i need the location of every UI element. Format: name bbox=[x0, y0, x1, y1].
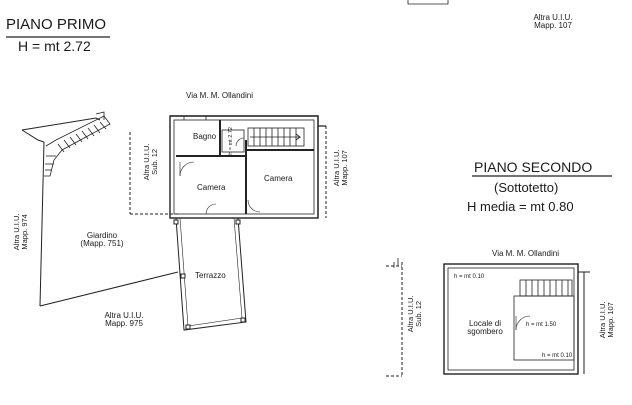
first-floor-walls bbox=[169, 115, 327, 219]
height-top-secondo: h = mt 0.10 bbox=[454, 274, 485, 280]
internal-stair-primo bbox=[247, 127, 305, 147]
title-piano-secondo: PIANO SECONDO bbox=[474, 159, 593, 175]
neighbor-top-right: Altra U.I.U. Mapp. 107 bbox=[528, 14, 578, 30]
room-locale-line1: Locale di bbox=[468, 319, 502, 328]
room-h-note: h = mt 2.72 bbox=[228, 127, 235, 155]
neighbor-sub12-primo-line2: Sub. 12 bbox=[150, 148, 159, 175]
room-camera-left: Camera bbox=[197, 183, 226, 192]
internal-stair-secondo bbox=[519, 279, 573, 297]
neighbor-bottom-primo-line2: Mapp. 975 bbox=[105, 319, 143, 328]
garden-line2: (Mapp. 751) bbox=[80, 239, 124, 248]
neighbor-left-secondo-line2: Sub. 12 bbox=[414, 300, 423, 327]
title-piano-primo: PIANO PRIMO bbox=[6, 16, 107, 33]
neighbor-sub12-primo: Altra U.I.U. Sub. 12 bbox=[142, 137, 159, 187]
room-locale-line2: sgombero bbox=[467, 327, 503, 336]
room-bagno: Bagno bbox=[193, 132, 217, 141]
room-camera-right: Camera bbox=[264, 174, 293, 183]
terrace-outline bbox=[173, 217, 247, 331]
street-label-primo: Via M. M. Ollandini bbox=[186, 91, 253, 100]
height-middle-secondo: h = mt 1.50 bbox=[526, 322, 557, 328]
neighbor-right-primo: Altra U.I.U. Mapp. 107 bbox=[332, 143, 349, 193]
garden-label: Giardino (Mapp. 751) bbox=[72, 232, 132, 248]
height-piano-secondo: H media = mt 0.80 bbox=[467, 199, 574, 214]
neighbor-bottom-primo-line1: Altra U.I.U. bbox=[104, 311, 144, 320]
street-label-secondo: Via M. M. Ollandini bbox=[492, 249, 559, 258]
height-bottom-secondo: h = mt 0.10 bbox=[542, 353, 573, 359]
height-piano-primo: H = mt 2.72 bbox=[18, 38, 91, 54]
neighbor-top-right-line1: Altra U.I.U. bbox=[533, 13, 573, 22]
neighbor-right-secondo-line2: Mapp. 107 bbox=[606, 302, 615, 338]
neighbor-bottom-primo: Altra U.I.U. Mapp. 975 bbox=[94, 312, 154, 328]
garden-outline bbox=[21, 117, 179, 307]
room-terrazzo: Terrazzo bbox=[195, 271, 226, 280]
neighbor-right-primo-line2: Mapp. 107 bbox=[340, 150, 349, 186]
garden-line1: Giardino bbox=[86, 231, 118, 240]
hall-block bbox=[221, 129, 245, 153]
subtitle-sottotetto: (Sottotetto) bbox=[494, 180, 559, 195]
neighbor-left-primo-line2: Mapp. 974 bbox=[20, 214, 29, 250]
neighbor-left-secondo: Altra U.I.U. Sub. 12 bbox=[406, 289, 423, 339]
external-stair bbox=[44, 111, 111, 177]
neighbor-left-primo: Altra U.I.U. Mapp. 974 bbox=[12, 207, 29, 257]
neighbor-top-right-line2: Mapp. 107 bbox=[534, 21, 572, 30]
neighbor-right-secondo: Altra U.I.U. Mapp. 107 bbox=[598, 295, 615, 345]
cut-off-element bbox=[407, 0, 449, 5]
room-locale-sgombero: Locale di sgombero bbox=[460, 320, 510, 336]
